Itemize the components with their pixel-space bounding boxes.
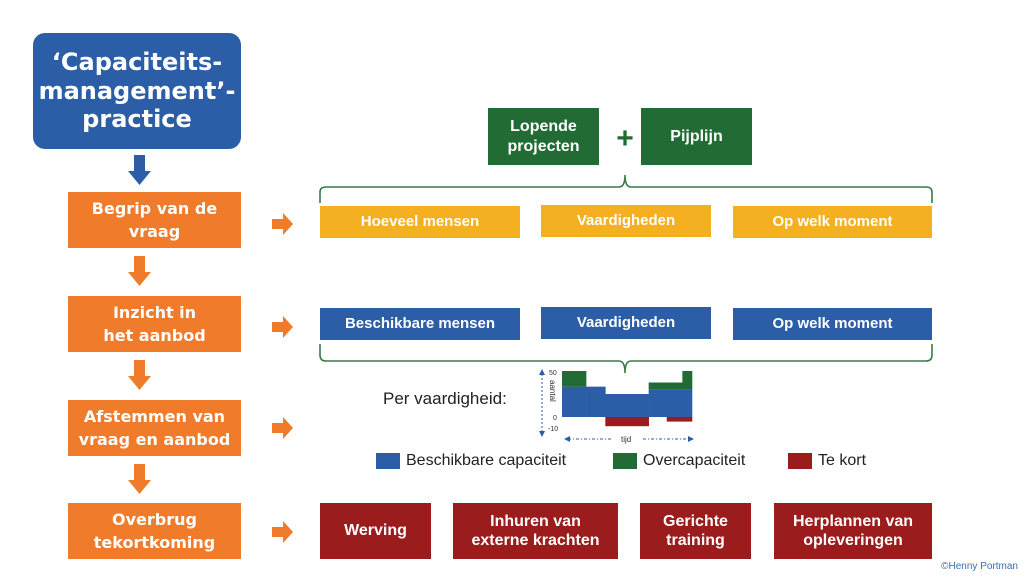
y-tick-label: 0: [553, 415, 557, 422]
bar-beschikbare-capaciteit: [586, 386, 606, 417]
bar-overcapaciteit: [682, 371, 693, 390]
legend-item: Beschikbare capaciteit: [376, 452, 566, 470]
step-label: Overbrug tekortkoming: [93, 509, 216, 552]
supply-vaardigheden: Vaardigheden: [541, 307, 711, 339]
step-overbrug: Overbrug tekortkoming: [68, 503, 241, 559]
plus-icon: +: [616, 122, 634, 155]
source-lopende-projecten: Lopende projecten: [488, 108, 599, 165]
y-tick-label: -10: [548, 426, 558, 433]
action-inhuren: Inhuren van externe krachten: [453, 503, 618, 559]
arrow-down-icon: [128, 464, 151, 494]
supply-label: Op welk moment: [772, 315, 893, 332]
bar-te-kort: [666, 417, 683, 422]
action-gerichte-training: Gerichte training: [640, 503, 751, 559]
arrow-right-icon: [272, 213, 293, 235]
bar-beschikbare-capaciteit: [666, 389, 683, 417]
chart-bars: [562, 371, 693, 427]
bar-te-kort: [605, 417, 649, 427]
arrow-right-icon: [272, 521, 293, 543]
practice-title-text: ‘Capaciteits- management’- practice: [38, 47, 236, 134]
bar-te-kort: [682, 417, 693, 422]
supply-label: Vaardigheden: [576, 314, 676, 331]
legend-item: Te kort: [788, 452, 866, 470]
arrow-down-icon: [128, 360, 151, 390]
practice-title: ‘Capaciteits- management’- practice: [33, 33, 241, 149]
demand-hoeveel-mensen: Hoeveel mensen: [320, 206, 520, 238]
step-label: Inzicht in het aanbod: [103, 302, 206, 345]
action-label: Gerichte training: [663, 512, 728, 549]
legend-label: Beschikbare capaciteit: [406, 452, 567, 469]
bar-overcapaciteit: [666, 382, 683, 390]
demand-label: Op welk moment: [772, 213, 893, 230]
action-label: Werving: [344, 522, 407, 540]
brace-bottom: [319, 344, 933, 374]
arrow-down-icon: [128, 256, 151, 286]
source-label: Lopende projecten: [507, 118, 580, 155]
bar-overcapaciteit: [562, 371, 587, 387]
source-label: Pijplijn: [670, 127, 723, 145]
step-label: Afstemmen van vraag en aanbod: [78, 406, 231, 449]
supply-beschikbare-mensen: Beschikbare mensen: [320, 308, 520, 340]
step-label: Begrip van de vraag: [91, 198, 218, 241]
legend-item: Overcapaciteit: [613, 452, 745, 470]
legend-swatch: [613, 453, 637, 469]
arrow-right-icon: [272, 316, 293, 338]
y-axis-label: aantal: [548, 380, 557, 402]
copyright: ©Henny Portman: [941, 561, 1018, 572]
y-axis-arrow: [539, 369, 545, 437]
y-tick-label: 50: [549, 370, 557, 377]
demand-label: Vaardigheden: [576, 212, 676, 229]
bar-beschikbare-capaciteit: [682, 389, 693, 417]
bar-overcapaciteit: [648, 382, 668, 390]
legend-label: Overcapaciteit: [643, 452, 746, 469]
bar-beschikbare-capaciteit: [605, 394, 649, 417]
demand-op-welk-moment: Op welk moment: [733, 206, 932, 238]
action-label: Inhuren van externe krachten: [471, 512, 600, 549]
legend-swatch: [376, 453, 400, 469]
action-herplannen: Herplannen van opleveringen: [774, 503, 932, 559]
x-axis-arrow: [564, 436, 694, 442]
legend-label: Te kort: [818, 452, 867, 469]
per-vaardigheid-label: Per vaardigheid:: [383, 389, 507, 408]
arrow-down-icon: [128, 155, 151, 185]
action-label: Herplannen van opleveringen: [792, 512, 914, 549]
demand-vaardigheden: Vaardigheden: [541, 205, 711, 237]
bar-beschikbare-capaciteit: [562, 386, 587, 417]
step-inzicht-aanbod: Inzicht in het aanbod: [68, 296, 241, 352]
step-begrip-vraag: Begrip van de vraag: [68, 192, 241, 248]
demand-label: Hoeveel mensen: [360, 213, 480, 230]
supply-label: Beschikbare mensen: [344, 315, 496, 332]
legend-swatch: [788, 453, 812, 469]
x-axis-label: tijd: [621, 435, 631, 444]
bar-beschikbare-capaciteit: [648, 389, 668, 417]
arrow-right-icon: [272, 417, 293, 439]
action-werving: Werving: [320, 503, 431, 559]
source-pijplijn: Pijplijn: [641, 108, 752, 165]
supply-op-welk-moment: Op welk moment: [733, 308, 932, 340]
step-afstemmen: Afstemmen van vraag en aanbod: [68, 400, 241, 456]
brace-top: [319, 174, 933, 203]
